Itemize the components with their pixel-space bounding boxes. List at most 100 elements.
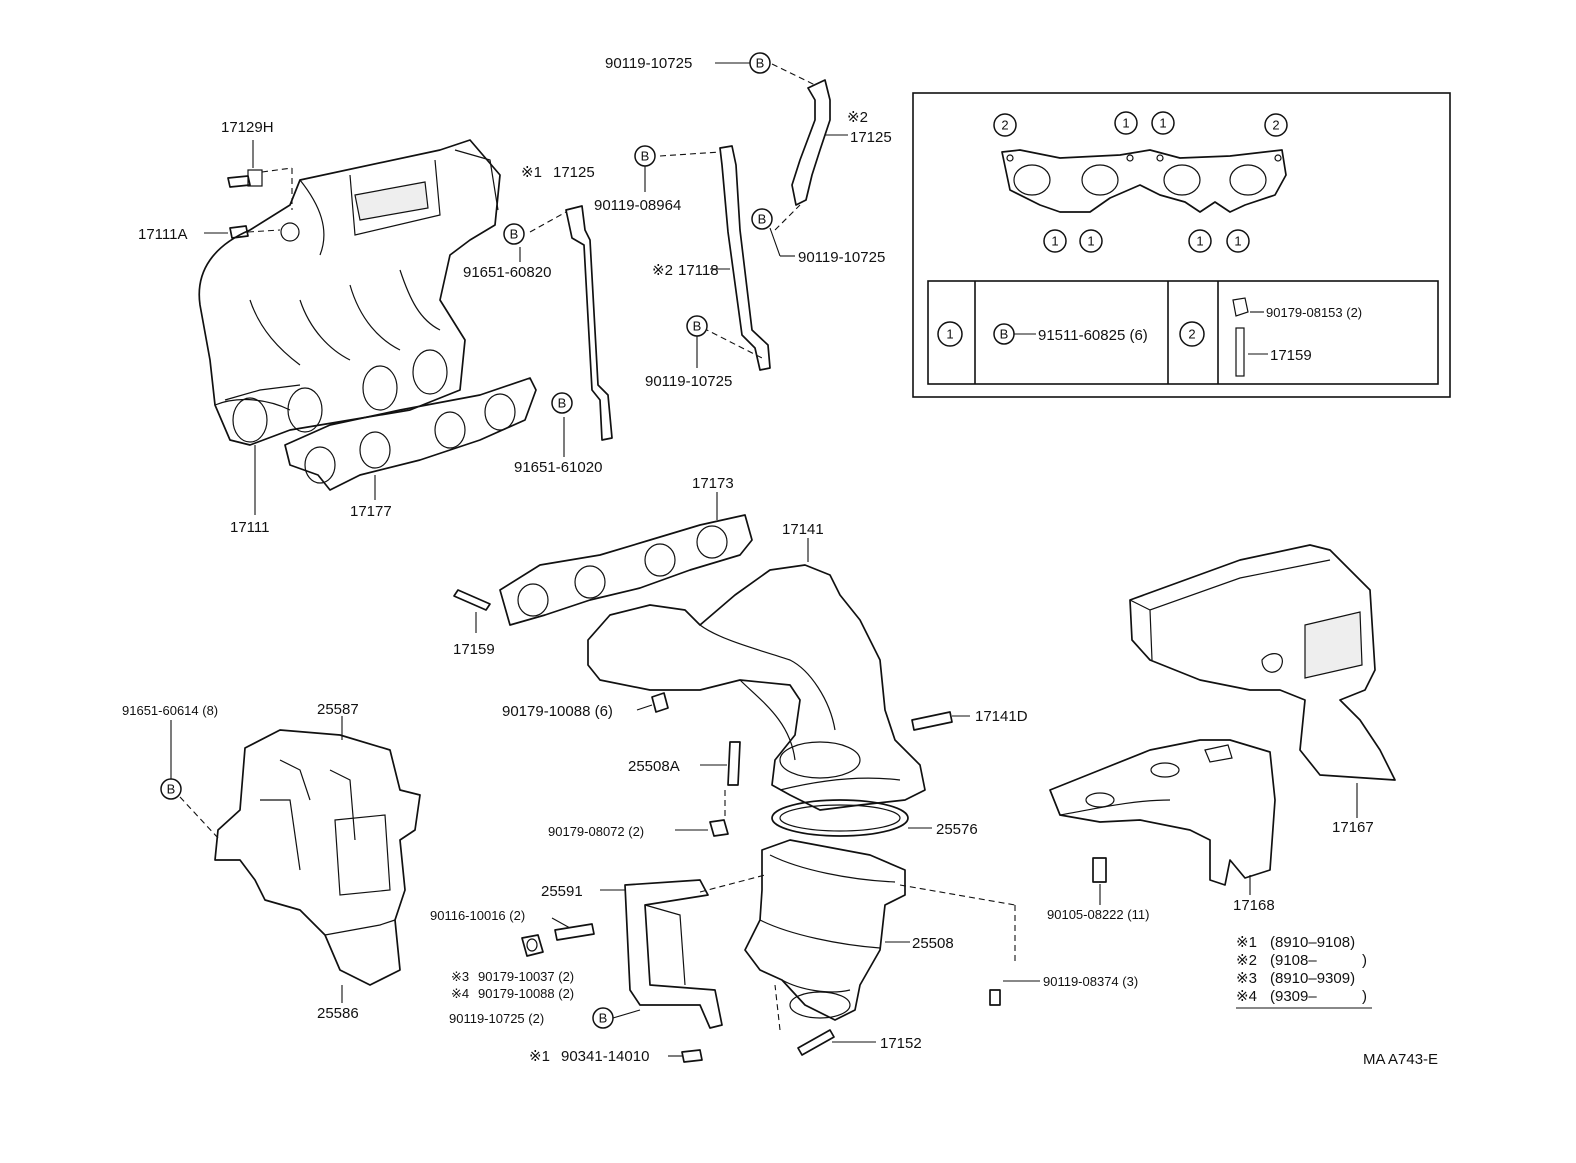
- legend-range-1: (8910–9108): [1270, 934, 1355, 951]
- inset-part-17159: 17159: [1270, 347, 1312, 364]
- bracket-25591: [600, 874, 766, 1029]
- exhaust-manifold-17111: [198, 139, 501, 515]
- gasket-25576: [771, 799, 932, 837]
- svg-text:1: 1: [1234, 234, 1241, 249]
- label-17167: 17167: [1332, 819, 1374, 836]
- svg-text:B: B: [558, 396, 567, 411]
- label-17129H: 17129H: [221, 119, 274, 136]
- label-25508A: 25508A: [628, 758, 680, 775]
- svg-text:2: 2: [1272, 118, 1279, 133]
- label-90179-10037: 90179-10037 (2): [478, 969, 574, 984]
- inset-part-90179-08153: 90179-08153 (2): [1266, 305, 1362, 320]
- legend-range-3: (8910–9309): [1270, 970, 1355, 987]
- bolt-90341-14010: [668, 1049, 703, 1063]
- svg-text:2: 2: [1001, 118, 1008, 133]
- label-90119-08964: 90119-08964: [594, 197, 681, 214]
- marker-m4: ※4: [451, 986, 469, 1001]
- svg-text:B: B: [756, 56, 765, 71]
- heat-insulator-17167: [1129, 544, 1396, 818]
- label-25587: 25587: [317, 701, 359, 718]
- model-year-legend: ※1 (8910–9108) ※2 (9108– ) ※3 (8910–9309…: [1236, 934, 1372, 1009]
- label-17125-left: 17125: [553, 164, 595, 181]
- marker-m1-stay: ※1: [521, 164, 542, 181]
- label-17152: 17152: [880, 1035, 922, 1052]
- label-17159: 17159: [453, 641, 495, 658]
- legend-marker-4: ※4: [1236, 988, 1257, 1005]
- heat-insulator-17168: [1049, 739, 1276, 895]
- marker-m1-bolt: ※1: [529, 1048, 550, 1065]
- stay-17125-left: [519, 205, 613, 457]
- label-17141: 17141: [782, 521, 824, 538]
- svg-text:B: B: [599, 1011, 608, 1026]
- label-17111: 17111: [230, 519, 270, 536]
- label-90179-08072: 90179-08072 (2): [548, 824, 644, 839]
- stud-17141D: [911, 711, 970, 731]
- label-17125-right: 17125: [850, 129, 892, 146]
- stay-17118: [659, 145, 771, 371]
- label-17173: 17173: [692, 475, 734, 492]
- legend-close-2: ): [1362, 952, 1367, 969]
- converter-25508: [744, 839, 1016, 1021]
- bolt-90116-10016: [551, 917, 595, 941]
- svg-text:B: B: [510, 227, 519, 242]
- label-90105-08222: 90105-08222 (11): [1047, 907, 1149, 922]
- label-17177: 17177: [350, 503, 392, 520]
- label-90179-10088-6: 90179-10088 (6): [502, 703, 613, 720]
- svg-text:B: B: [1000, 327, 1009, 342]
- stay-17125-right: [771, 63, 848, 231]
- label-91651-60820: 91651-60820: [463, 264, 551, 281]
- bolt-91651-60614: B: [160, 720, 219, 839]
- svg-text:1: 1: [1087, 234, 1094, 249]
- svg-text:B: B: [641, 149, 650, 164]
- label-90119-10725-top: 90119-10725: [605, 55, 692, 72]
- marker-m2-top: ※2: [847, 109, 868, 126]
- label-90119-10725-mid: 90119-10725: [645, 373, 732, 390]
- nut-90179-08072: [675, 819, 729, 837]
- gasket-17177: [284, 377, 537, 500]
- label-90179-10088-2: 90179-10088 (2): [478, 986, 574, 1001]
- label-17168: 17168: [1233, 897, 1275, 914]
- nut-90179-10037: [521, 934, 544, 957]
- svg-text:1: 1: [1159, 116, 1166, 131]
- bolt-90105-08222: [1092, 857, 1107, 905]
- exhaust-manifold-17141: [587, 538, 926, 811]
- gasket-17173: [499, 492, 753, 626]
- label-90119-08374: 90119-08374 (3): [1043, 974, 1138, 989]
- label-17118: 17118: [678, 262, 719, 279]
- bolt-17111A: [204, 225, 281, 239]
- stud-17159: [453, 589, 491, 633]
- part-labels: 17129H 17111A 17111 17177 90119-10725 ※2…: [122, 55, 1374, 1065]
- svg-text:B: B: [758, 212, 767, 227]
- bolt-90119-08374: [989, 980, 1040, 1006]
- label-90341-14010: 90341-14010: [561, 1048, 649, 1065]
- svg-text:1: 1: [1196, 234, 1203, 249]
- label-25508: 25508: [912, 935, 954, 952]
- label-17141D: 17141D: [975, 708, 1028, 725]
- nut-90179-10088-6: [636, 692, 669, 713]
- legend-marker-1: ※1: [1236, 934, 1257, 951]
- bolt-17129H: [227, 140, 293, 210]
- marker-m3: ※3: [451, 969, 469, 984]
- label-91651-60614: 91651-60614 (8): [122, 703, 218, 718]
- marker-m2-stay: ※2: [652, 262, 673, 279]
- svg-text:1: 1: [1122, 116, 1129, 131]
- svg-text:2: 2: [1188, 327, 1195, 342]
- legend-close-4: ): [1362, 988, 1367, 1005]
- svg-text:B: B: [167, 782, 176, 797]
- svg-text:1: 1: [946, 327, 953, 342]
- legend-marker-3: ※3: [1236, 970, 1257, 987]
- label-25591: 25591: [541, 883, 583, 900]
- heat-insulator-25587: [214, 716, 421, 1003]
- label-17111A: 17111A: [138, 226, 188, 243]
- inset-part-91511-60825: 91511-60825 (6): [1038, 327, 1148, 344]
- legend-range-4: (9309–: [1270, 988, 1317, 1005]
- label-25576: 25576: [936, 821, 978, 838]
- label-90119-10725-2: 90119-10725 (2): [449, 1011, 544, 1026]
- stud-17152: [774, 984, 876, 1056]
- svg-text:1: 1: [1051, 234, 1058, 249]
- legend-marker-2: ※2: [1236, 952, 1257, 969]
- label-90119-10725-right: 90119-10725: [798, 249, 885, 266]
- svg-text:B: B: [693, 319, 702, 334]
